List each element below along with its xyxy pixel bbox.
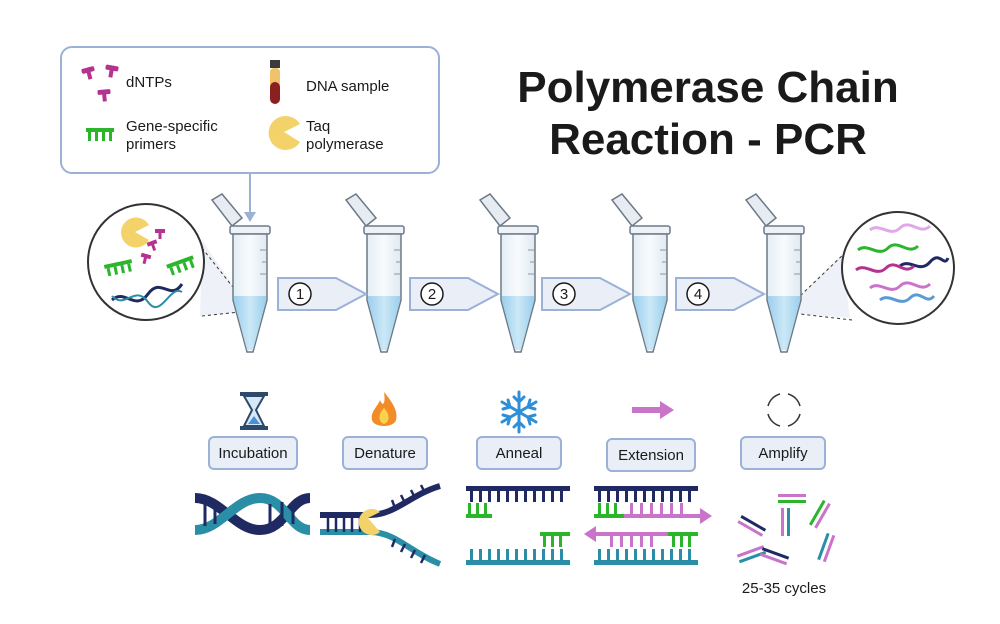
cycle-icon (767, 393, 801, 427)
pcr-tube (610, 193, 671, 353)
page-title: Polymerase Chain Reaction - PCR (488, 62, 928, 166)
step-label-denature: Denature (342, 436, 428, 470)
legend-label-taq-line1: Taq (306, 118, 331, 135)
zoom-circle-reagents (87, 203, 241, 321)
annealing-strands (466, 486, 570, 565)
snowflake-icon (500, 390, 538, 434)
hourglass-icon (240, 392, 268, 430)
dna-sample-tube-icon (270, 60, 280, 104)
dntp-icon (81, 64, 119, 102)
legend-label-dna-sample: DNA sample (306, 78, 390, 95)
legend-label-dntps: dNTPs (126, 74, 172, 91)
step-arrow: 4 (675, 277, 767, 311)
step-number: 1 (296, 286, 304, 303)
step-label-anneal: Anneal (476, 436, 562, 470)
cycles-note: 25-35 cycles (741, 580, 827, 597)
legend-label-taq: Taq polymerase (306, 118, 384, 154)
pcr-tube (210, 193, 271, 353)
step-arrow: 1 (277, 277, 369, 311)
step-number: 2 (428, 286, 436, 303)
taq-polymerase-icon (268, 116, 300, 151)
step-number: 3 (560, 286, 568, 303)
pcr-tube (478, 193, 539, 353)
step-label-incubation: Incubation (208, 436, 298, 470)
step-label-amplify: Amplify (740, 436, 826, 470)
legend-label-taq-line2: polymerase (306, 136, 384, 153)
legend-box (60, 46, 440, 174)
step-arrow: 2 (409, 277, 501, 311)
primer-icon (86, 128, 114, 141)
arrow-right-icon (632, 401, 674, 419)
dna-double-helix (194, 492, 311, 536)
flame-icon (371, 392, 397, 426)
legend-label-primers-line2: primers (126, 136, 177, 153)
pcr-tube (744, 193, 805, 353)
page-title-line1: Polymerase Chain (517, 63, 899, 112)
legend-arrow (244, 174, 256, 222)
step-arrow-row: 1 2 3 4 (277, 277, 767, 311)
tube-row (210, 193, 805, 353)
legend-label-primers-line1: Gene-specific (126, 118, 218, 135)
step-number: 4 (694, 286, 702, 303)
extension-strands (584, 486, 712, 565)
page-title-line2: Reaction - PCR (549, 115, 867, 164)
legend-label-primers: Gene-specific primers (126, 118, 218, 154)
denatured-dna (320, 483, 442, 567)
amplified-fragments (736, 494, 836, 566)
pcr-tube (344, 193, 405, 353)
step-arrow: 3 (541, 277, 633, 311)
zoom-circle-amplified (799, 211, 955, 325)
step-label-extension: Extension (606, 438, 696, 472)
